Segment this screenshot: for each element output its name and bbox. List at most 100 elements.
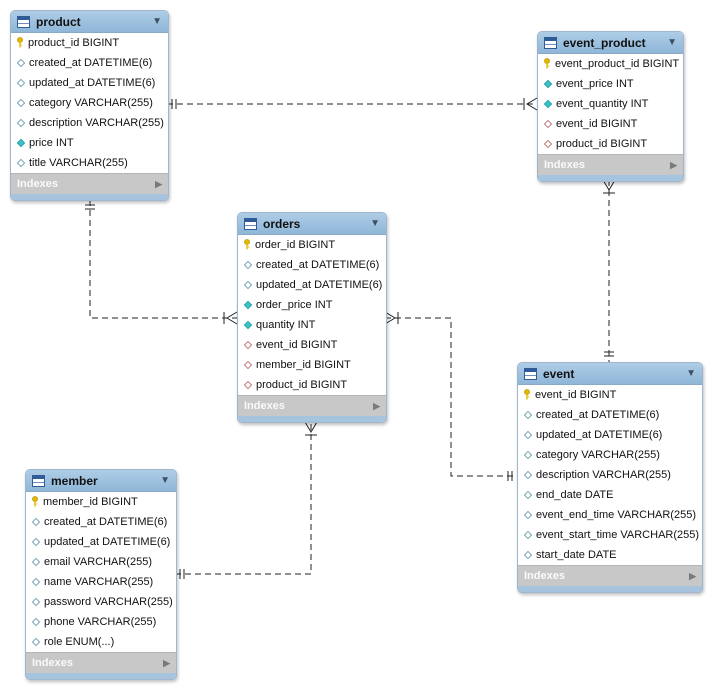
column-row[interactable]: event_end_time VARCHAR(255)	[518, 505, 702, 525]
column-row[interactable]: event_product_id BIGINT	[538, 54, 683, 74]
column-row[interactable]: updated_at DATETIME(6)	[11, 73, 168, 93]
column-row[interactable]: product_id BIGINT	[11, 33, 168, 53]
diamond-icon	[523, 450, 533, 460]
column-row[interactable]: description VARCHAR(255)	[518, 465, 702, 485]
column-row[interactable]: email VARCHAR(255)	[26, 552, 176, 572]
column-row[interactable]: event_price INT	[538, 74, 683, 94]
column-text: end_date DATE	[536, 489, 614, 501]
indexes-bar[interactable]: Indexes ▶	[518, 565, 702, 586]
play-arrow-icon[interactable]: ▶	[373, 400, 380, 411]
column-text: event_quantity INT	[556, 98, 649, 110]
many-mark-orders-left	[223, 311, 238, 325]
column-row[interactable]: product_id BIGINT	[238, 375, 386, 395]
table-icon	[32, 474, 45, 487]
column-row[interactable]: event_id BIGINT	[538, 114, 683, 134]
key-icon	[16, 36, 24, 50]
diamond-icon	[16, 118, 26, 128]
column-row[interactable]: role ENUM(...)	[26, 632, 176, 652]
column-row[interactable]: member_id BIGINT	[26, 492, 176, 512]
indexes-label: Indexes	[244, 400, 285, 412]
table-header[interactable]: orders ▼	[238, 213, 386, 235]
table-header[interactable]: event_product ▼	[538, 32, 683, 54]
column-row[interactable]: created_at DATETIME(6)	[518, 405, 702, 425]
column-text: category VARCHAR(255)	[29, 97, 153, 109]
dropdown-triangle-icon[interactable]: ▼	[370, 218, 380, 229]
dropdown-triangle-icon[interactable]: ▼	[160, 475, 170, 486]
diamond-icon	[243, 360, 253, 370]
table-member[interactable]: member ▼ member_id BIGINT created_at DATE…	[25, 469, 177, 680]
column-row[interactable]: product_id BIGINT	[538, 134, 683, 154]
column-row[interactable]: description VARCHAR(255)	[11, 113, 168, 133]
indexes-label: Indexes	[524, 570, 565, 582]
column-text: updated_at DATETIME(6)	[536, 429, 663, 441]
diamond-icon	[31, 557, 41, 567]
play-arrow-icon[interactable]: ▶	[689, 570, 696, 581]
diamond-icon	[16, 78, 26, 88]
indexes-bar[interactable]: Indexes ▶	[538, 154, 683, 175]
column-row[interactable]: created_at DATETIME(6)	[26, 512, 176, 532]
diamond-icon	[243, 320, 253, 330]
rel-product-orders	[89, 200, 237, 319]
indexes-bar[interactable]: Indexes ▶	[11, 173, 168, 194]
column-row[interactable]: event_id BIGINT	[238, 335, 386, 355]
play-arrow-icon[interactable]: ▶	[670, 159, 677, 170]
key-icon	[243, 238, 251, 252]
diamond-icon	[523, 470, 533, 480]
table-icon	[17, 15, 30, 28]
column-text: event_id BIGINT	[256, 339, 338, 351]
column-row[interactable]: order_price INT	[238, 295, 386, 315]
column-row[interactable]: updated_at DATETIME(6)	[518, 425, 702, 445]
indexes-bar[interactable]: Indexes ▶	[26, 652, 176, 673]
column-row[interactable]: password VARCHAR(255)	[26, 592, 176, 612]
one-mark-member-right	[179, 569, 185, 579]
play-arrow-icon[interactable]: ▶	[163, 657, 170, 668]
column-row[interactable]: category VARCHAR(255)	[11, 93, 168, 113]
column-row[interactable]: member_id BIGINT	[238, 355, 386, 375]
diamond-icon	[543, 139, 553, 149]
column-row[interactable]: end_date DATE	[518, 485, 702, 505]
dropdown-triangle-icon[interactable]: ▼	[667, 37, 677, 48]
column-row[interactable]: updated_at DATETIME(6)	[238, 275, 386, 295]
dropdown-triangle-icon[interactable]: ▼	[152, 16, 162, 27]
column-row[interactable]: price INT	[11, 133, 168, 153]
column-row[interactable]: created_at DATETIME(6)	[11, 53, 168, 73]
column-row[interactable]: event_start_time VARCHAR(255)	[518, 525, 702, 545]
one-mark-product-side	[171, 99, 177, 109]
diamond-icon	[31, 637, 41, 647]
indexes-bar[interactable]: Indexes ▶	[238, 395, 386, 416]
diamond-icon	[523, 430, 533, 440]
column-text: created_at DATETIME(6)	[44, 516, 168, 528]
column-row[interactable]: start_date DATE	[518, 545, 702, 565]
play-arrow-icon[interactable]: ▶	[155, 178, 162, 189]
column-text: updated_at DATETIME(6)	[44, 536, 171, 548]
one-mark-event-left	[507, 471, 513, 481]
column-text: order_price INT	[256, 299, 333, 311]
column-row[interactable]: quantity INT	[238, 315, 386, 335]
column-row[interactable]: phone VARCHAR(255)	[26, 612, 176, 632]
diamond-icon	[243, 280, 253, 290]
table-header[interactable]: event ▼	[518, 363, 702, 385]
diamond-icon	[31, 617, 41, 627]
table-name: event_product	[563, 35, 646, 50]
column-row[interactable]: created_at DATETIME(6)	[238, 255, 386, 275]
column-row[interactable]: event_id BIGINT	[518, 385, 702, 405]
column-text: name VARCHAR(255)	[44, 576, 154, 588]
key-icon	[31, 495, 39, 509]
column-row[interactable]: order_id BIGINT	[238, 235, 386, 255]
table-header[interactable]: product ▼	[11, 11, 168, 33]
column-row[interactable]: title VARCHAR(255)	[11, 153, 168, 173]
column-row[interactable]: name VARCHAR(255)	[26, 572, 176, 592]
column-row[interactable]: event_quantity INT	[538, 94, 683, 114]
column-text: member_id BIGINT	[43, 496, 138, 508]
column-text: member_id BIGINT	[256, 359, 351, 371]
column-row[interactable]: updated_at DATETIME(6)	[26, 532, 176, 552]
table-name: orders	[263, 216, 301, 231]
table-header[interactable]: member ▼	[26, 470, 176, 492]
dropdown-triangle-icon[interactable]: ▼	[686, 368, 696, 379]
column-row[interactable]: category VARCHAR(255)	[518, 445, 702, 465]
key-icon	[523, 388, 531, 402]
